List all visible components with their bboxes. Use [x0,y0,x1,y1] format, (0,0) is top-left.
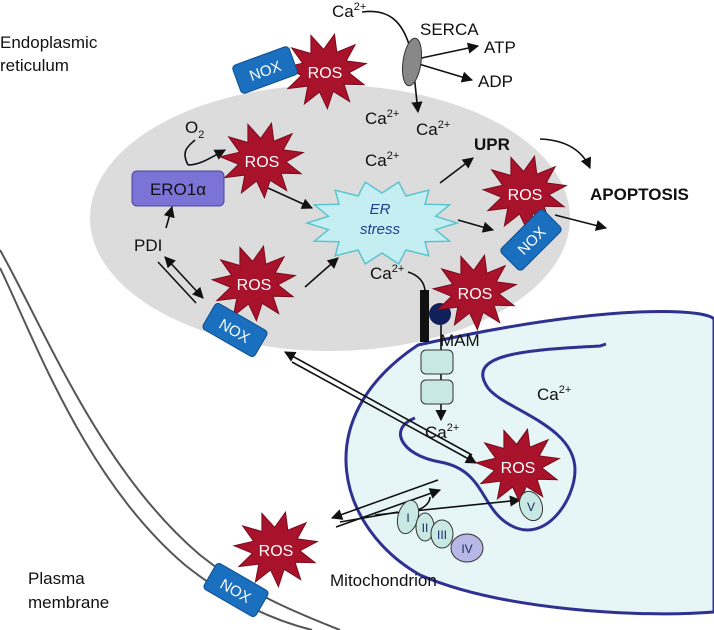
apoptosis-label: APOPTOSIS [590,185,689,204]
ros-label: ROS [237,277,272,294]
serca-label: SERCA [420,20,479,39]
ca-label-serca-top: Ca2+ [332,1,366,21]
ros-burst-ero: ROS [218,121,305,200]
ros-burst-plasma: ROS [232,510,319,589]
complex-ii-label: II [422,521,429,535]
ros-label: ROS [259,543,294,560]
pm-label-2: membrane [28,593,109,612]
ca-label-er-1: Ca2+ [365,108,399,128]
ca-label-mam: Ca2+ [370,263,404,283]
mam-label: MAM [440,331,480,350]
ca-label-channel: Ca2+ [425,422,459,442]
ca-label-er-3: Ca2+ [365,150,399,170]
mito-label: Mitochondrion [330,571,437,590]
mam-tether [420,290,454,405]
upr-label: UPR [474,135,510,154]
complex-iii-label: III [437,528,447,542]
atp-label: ATP [484,38,516,57]
ros-burst-mam: ROS [431,253,518,332]
complex-i-label: I [406,511,409,525]
serca-pump [401,37,423,87]
ca-label-mito: Ca2+ [537,384,571,404]
ros-burst-top: ROS [281,32,368,111]
ero1a-label: ERO1α [150,180,206,199]
pm-label-1: Plasma [28,569,85,588]
etc-complexes: I II III IV V [396,490,544,563]
er-stress-label-2: stress [360,221,401,238]
nox-top: NOX [232,46,298,94]
plasma-membrane [0,249,341,630]
o2-label: O2 [185,118,204,141]
er-label-1: Endoplasmic [0,33,98,52]
ros-label: ROS [308,65,343,82]
ero1a-box: ERO1α [131,170,225,207]
ros-burst-bottom: ROS [210,244,297,323]
pdi-label: PDI [134,236,162,255]
er-stress-burst: ER stress [304,181,460,265]
er-stress-label-1: ER [370,201,391,218]
ros-label: ROS [245,154,280,171]
complex-iv-label: IV [461,542,472,556]
ros-label: ROS [458,286,493,303]
adp-label: ADP [478,72,513,91]
mito-crista-line [399,342,607,532]
ros-label: ROS [501,460,536,477]
complex-v-label: V [527,500,535,514]
er-label-2: reticulum [0,56,69,75]
ros-label: ROS [508,187,543,204]
ros-burst-mito: ROS [474,427,561,506]
ca-label-er-2: Ca2+ [416,119,450,139]
